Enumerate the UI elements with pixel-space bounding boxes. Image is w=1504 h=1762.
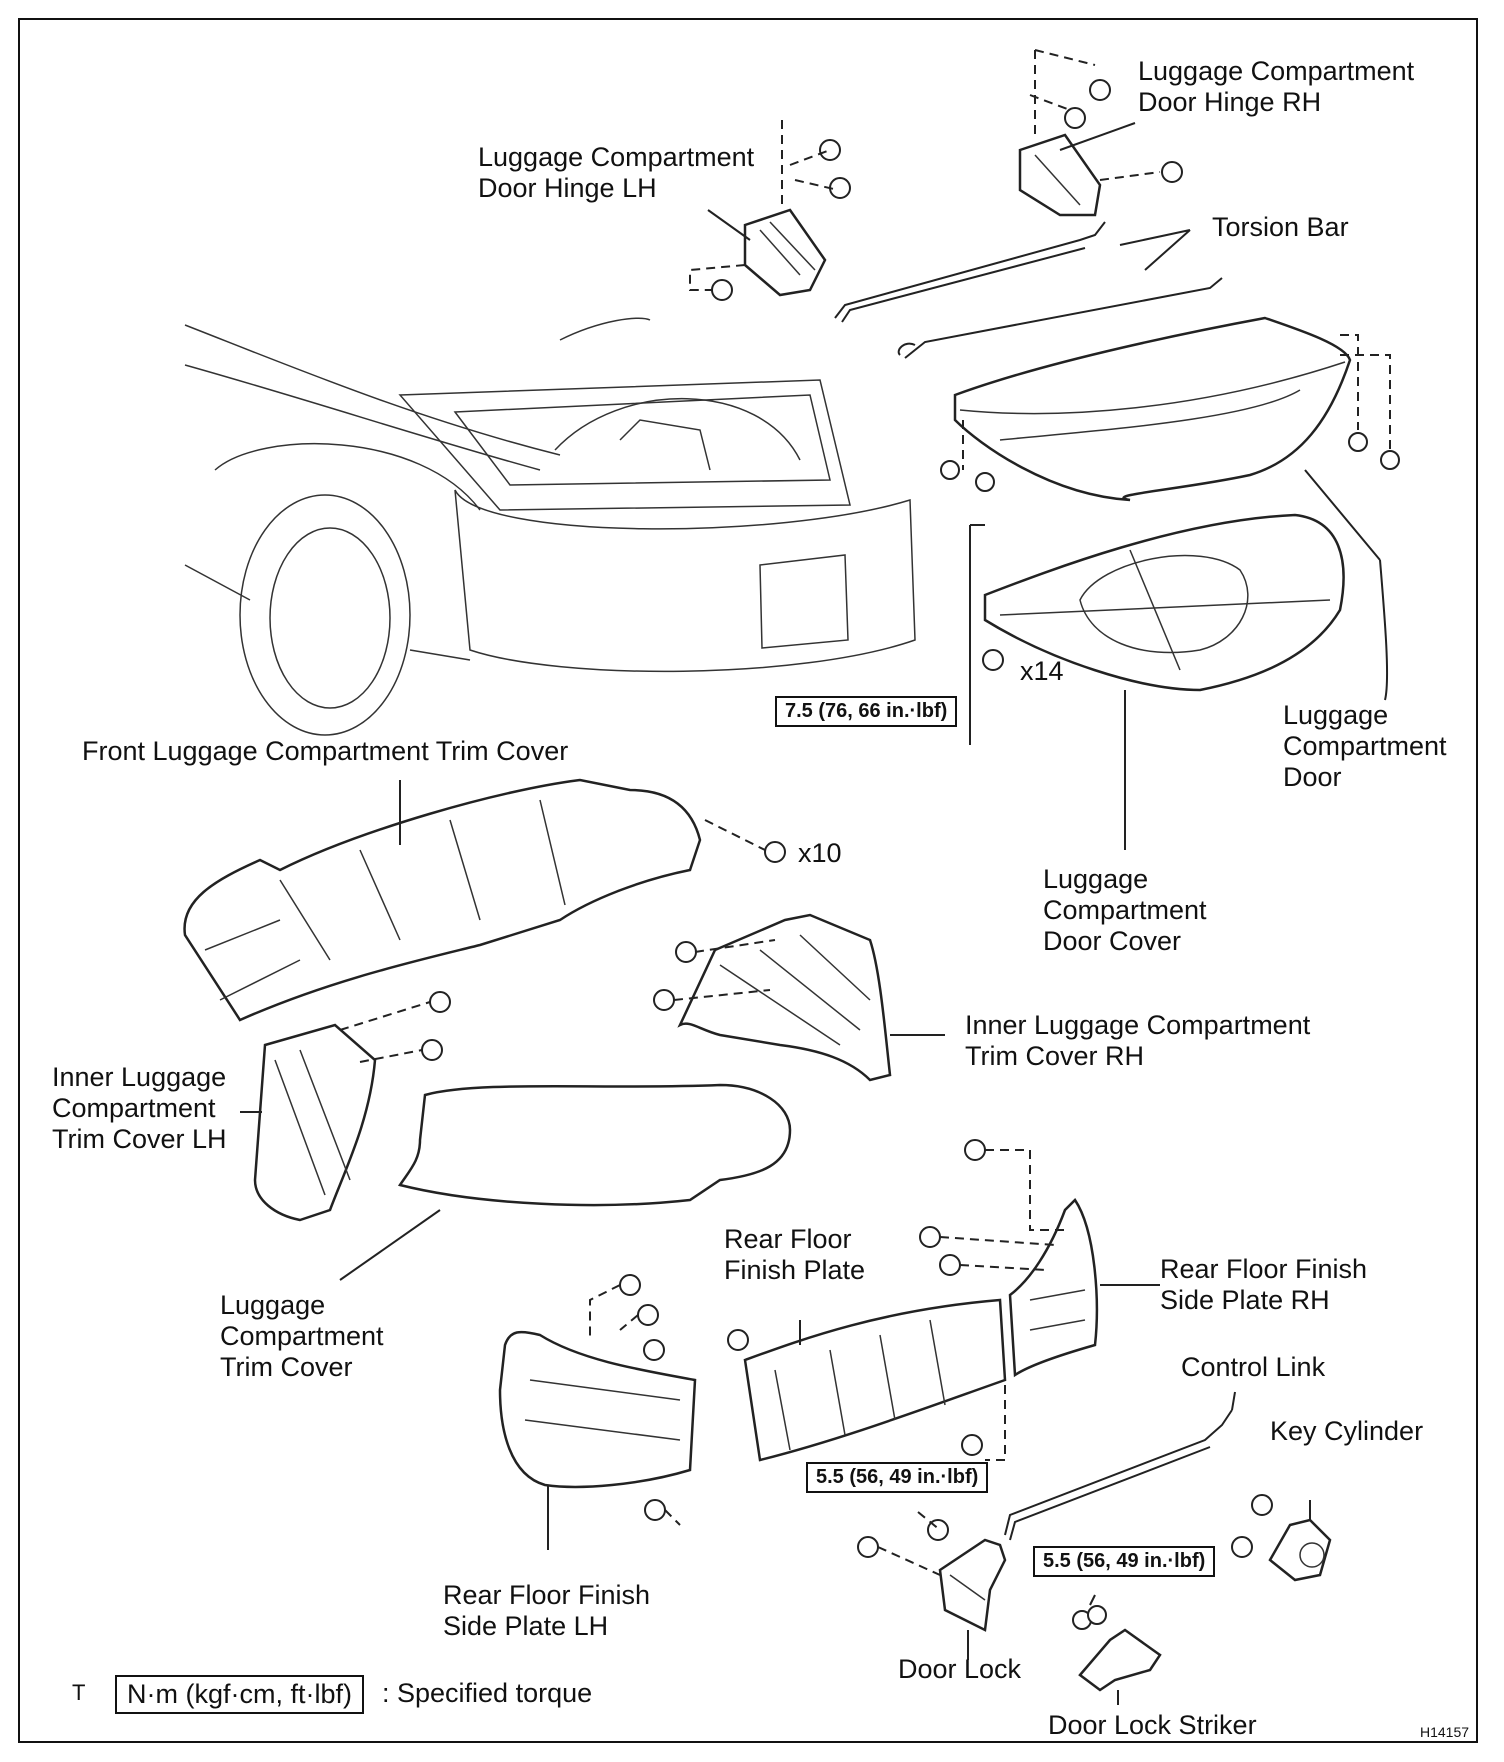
rear-floor-plate-part — [728, 1300, 1005, 1460]
label-door-cover: Luggage Compartment Door Cover — [1043, 864, 1207, 956]
label-hinge-rh: Luggage Compartment Door Hinge RH — [1138, 56, 1415, 117]
vehicle-rear-body — [185, 318, 915, 735]
label-luggage-door: Luggage Compartment Door — [1283, 700, 1447, 792]
legend-text: : Specified torque — [382, 1678, 593, 1708]
label-rear-floor-plate: Rear Floor Finish Plate — [724, 1224, 866, 1285]
door-lock-striker-part — [1073, 1595, 1160, 1705]
torsion-bar-part — [835, 222, 1222, 358]
figure-code: H14157 — [1420, 1724, 1470, 1740]
legend-unit-box: N·m (kgf·cm, ft·lbf) — [115, 1675, 364, 1714]
control-link-part — [1005, 1392, 1235, 1540]
trim-cover-part — [340, 1085, 790, 1280]
label-key-cylinder: Key Cylinder — [1270, 1416, 1424, 1446]
side-plate-lh-part — [500, 1275, 695, 1550]
label-torsion-bar: Torsion Bar — [1212, 212, 1349, 242]
label-front-trim: Front Luggage Compartment Trim Cover — [82, 736, 569, 766]
torque-door-lock: 5.5 (56, 49 in.·lbf) — [806, 1462, 989, 1493]
quantity-x14: x14 — [1020, 656, 1064, 686]
label-inner-trim-lh: Inner Luggage Compartment Trim Cover LH — [52, 1062, 227, 1154]
door-lock-part — [858, 1512, 1005, 1660]
label-inner-trim-rh: Inner Luggage Compartment Trim Cover RH — [965, 1010, 1311, 1071]
inner-trim-rh-part — [654, 915, 945, 1080]
hinge-lh-part — [690, 120, 850, 300]
label-control-link: Control Link — [1181, 1352, 1326, 1382]
label-door-lock: Door Lock — [898, 1654, 1022, 1684]
hinge-rh-part — [1020, 50, 1182, 215]
key-cylinder-part — [1232, 1495, 1330, 1580]
leader-lines — [708, 123, 1387, 850]
front-trim-part — [185, 780, 785, 1020]
side-plate-rh-part — [920, 1140, 1160, 1375]
door-cover-part — [970, 515, 1344, 745]
quantity-x10: x10 — [798, 838, 842, 868]
legend-mark: T — [72, 1680, 86, 1705]
inner-trim-lh-part — [240, 992, 450, 1220]
luggage-door-part — [941, 318, 1399, 500]
label-side-plate-rh: Rear Floor Finish Side Plate RH — [1160, 1254, 1368, 1315]
label-side-plate-lh: Rear Floor Finish Side Plate LH — [443, 1580, 651, 1641]
diagram-frame — [18, 18, 1478, 1743]
label-trim-cover: Luggage Compartment Trim Cover — [220, 1290, 384, 1382]
label-hinge-lh: Luggage Compartment Door Hinge LH — [478, 142, 755, 203]
label-door-lock-striker: Door Lock Striker — [1048, 1710, 1257, 1740]
torque-door-cover: 7.5 (76, 66 in.·lbf) — [775, 696, 958, 727]
torque-striker: 5.5 (56, 49 in.·lbf) — [1033, 1546, 1216, 1577]
